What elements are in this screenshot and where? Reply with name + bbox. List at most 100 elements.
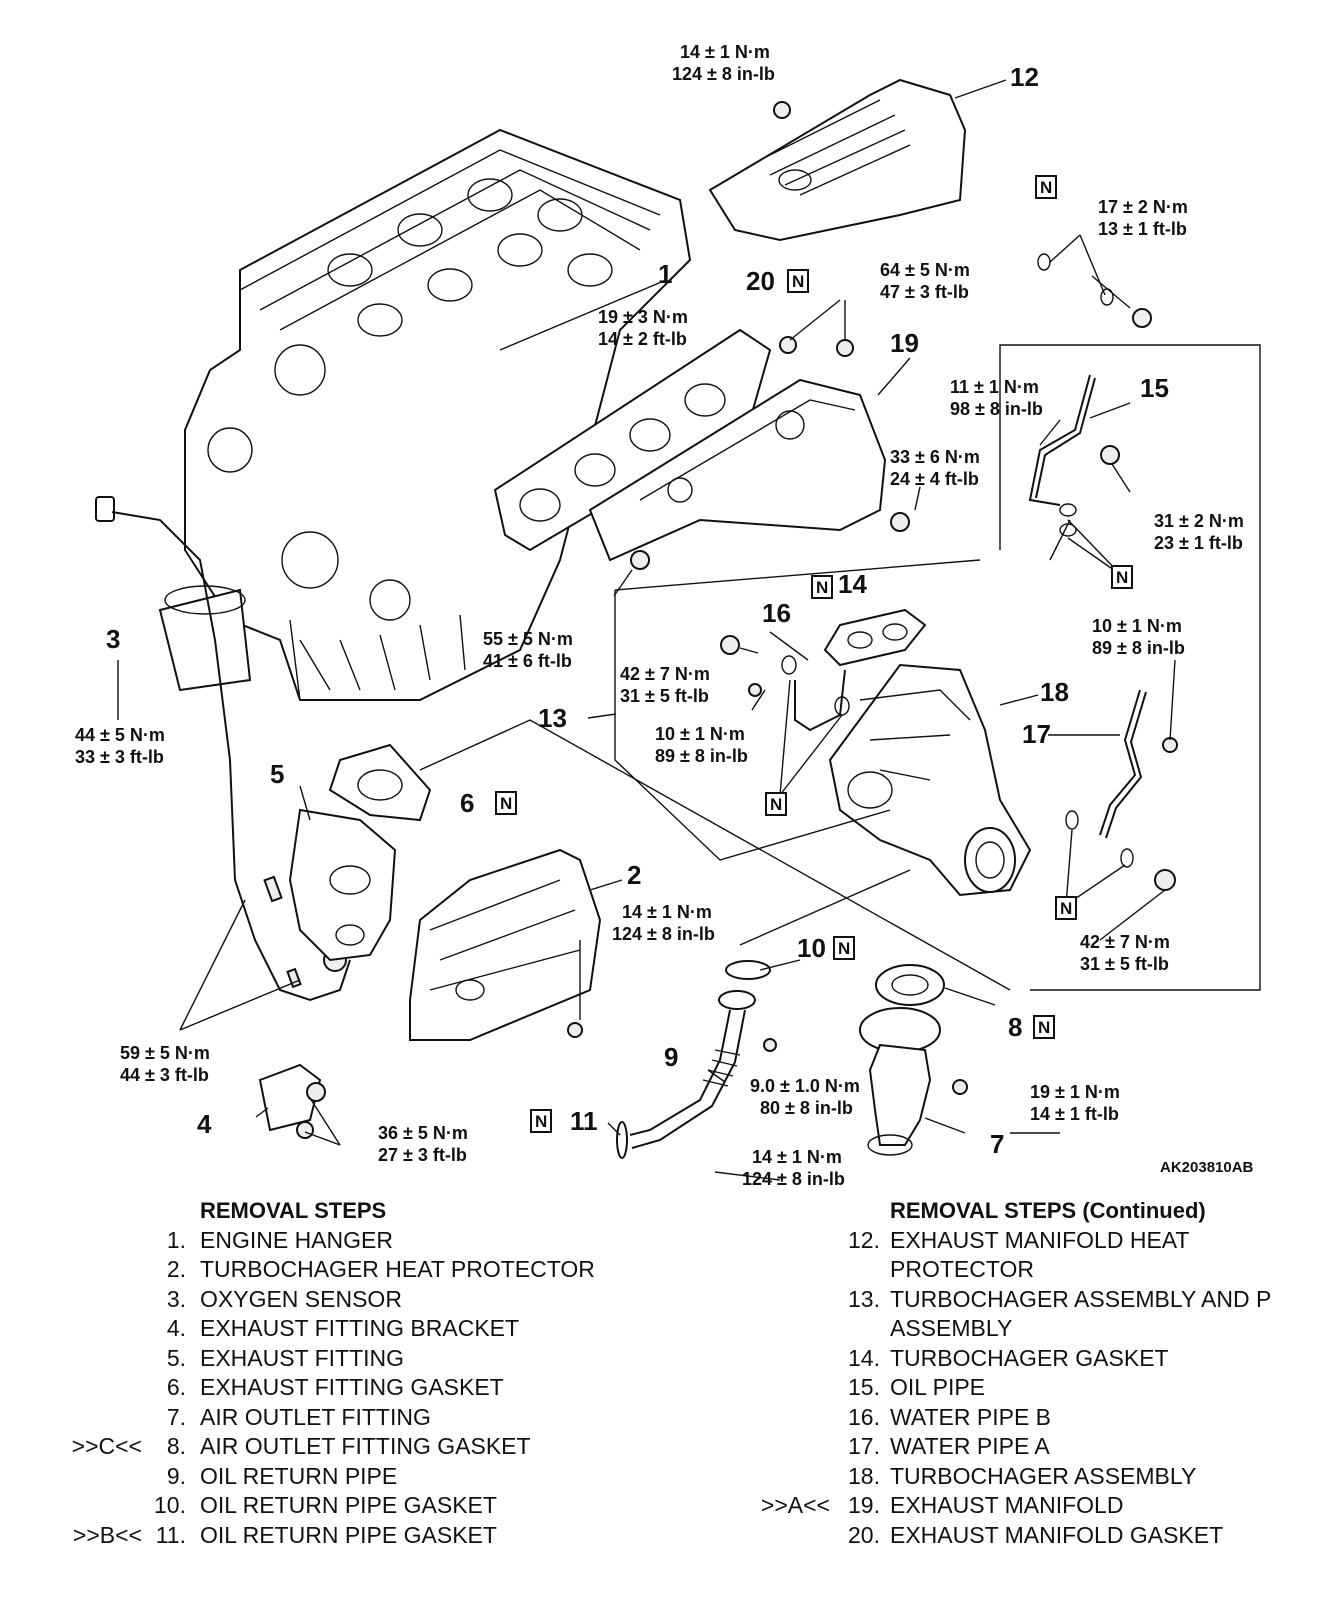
list-item: 12.EXHAUST MANIFOLD HEAT <box>848 1226 1190 1253</box>
callout-10: 10 <box>797 933 826 963</box>
group-frame-lines <box>419 344 1261 991</box>
torque-spec: 42 ± 7 N·m31 ± 5 ft-lb <box>620 664 710 706</box>
callout-2: 2 <box>627 860 641 890</box>
callout-16: 16 <box>762 598 791 628</box>
new-part-mark: N <box>530 1109 552 1133</box>
torque-spec: 19 ± 1 N·m14 ± 1 ft-lb <box>1030 1082 1120 1124</box>
new-part-mark: N <box>1111 565 1133 589</box>
svg-text:27 ± 3 ft-lb: 27 ± 3 ft-lb <box>378 1145 467 1165</box>
svg-text:N: N <box>816 578 828 597</box>
list-item: 18.TURBOCHAGER ASSEMBLY <box>848 1462 1197 1489</box>
svg-text:33 ± 3 ft-lb: 33 ± 3 ft-lb <box>75 747 164 767</box>
list-item: ASSEMBLY <box>890 1315 1013 1341</box>
list-item: PROTECTOR <box>890 1256 1034 1282</box>
svg-text:11 ± 1 N·m: 11 ± 1 N·m <box>950 377 1039 397</box>
torque-spec: 64 ± 5 N·m47 ± 3 ft-lb <box>880 260 970 302</box>
callout-12: 12 <box>1010 62 1039 92</box>
torque-spec: 33 ± 6 N·m24 ± 4 ft-lb <box>890 447 980 489</box>
list-item: 10.OIL RETURN PIPE GASKET <box>154 1492 497 1518</box>
turbocharger-illustration <box>828 663 1032 897</box>
callout-1: 1 <box>658 259 672 289</box>
svg-text:31 ± 2 N·m: 31 ± 2 N·m <box>1154 511 1244 531</box>
callout-19: 19 <box>890 328 919 358</box>
torque-spec: 9.0 ± 1.0 N·m80 ± 8 in-lb <box>750 1076 860 1118</box>
new-part-mark: N <box>1055 896 1077 920</box>
list-item: 7.AIR OUTLET FITTING <box>166 1403 431 1430</box>
svg-text:124 ± 8 in-lb: 124 ± 8 in-lb <box>612 924 715 944</box>
oil-return-pipe-illustration <box>567 960 777 1159</box>
torque-spec: 42 ± 7 N·m31 ± 5 ft-lb <box>1080 932 1170 974</box>
callout-17: 17 <box>1022 719 1051 749</box>
svg-text:124 ± 8 in-lb: 124 ± 8 in-lb <box>742 1169 845 1189</box>
callout-7: 7 <box>990 1129 1004 1159</box>
callout-8: 8 <box>1008 1012 1022 1042</box>
svg-text:59 ± 5 N·m: 59 ± 5 N·m <box>120 1043 210 1063</box>
callout-14: 14 <box>838 569 867 599</box>
torque-spec: 36 ± 5 N·m27 ± 3 ft-lb <box>378 1123 468 1165</box>
svg-text:19 ± 1 N·m: 19 ± 1 N·m <box>1030 1082 1120 1102</box>
torque-spec: 10 ± 1 N·m89 ± 8 in-lb <box>655 724 748 766</box>
svg-text:89 ± 8 in-lb: 89 ± 8 in-lb <box>1092 638 1185 658</box>
svg-text:23 ± 1 ft-lb: 23 ± 1 ft-lb <box>1154 533 1243 553</box>
callout-15: 15 <box>1140 373 1169 403</box>
svg-text:24 ± 4 ft-lb: 24 ± 4 ft-lb <box>890 469 979 489</box>
svg-text:N: N <box>770 795 782 814</box>
turbo-gasket-illustration <box>823 608 927 667</box>
exhaust-manifold-illustration <box>588 336 910 570</box>
callout-4: 4 <box>197 1109 212 1139</box>
svg-text:N: N <box>1116 568 1128 587</box>
list-item: 16.WATER PIPE B <box>848 1403 1052 1430</box>
svg-text:44 ± 5 N·m: 44 ± 5 N·m <box>75 725 165 745</box>
list-item: >>A<<19.EXHAUST MANIFOLD <box>760 1492 1124 1518</box>
svg-text:31 ± 5 ft-lb: 31 ± 5 ft-lb <box>620 686 709 706</box>
removal-steps-list: REMOVAL STEPS 1.ENGINE HANGER 2.TURBOCHA… <box>62 1196 622 1550</box>
svg-text:10 ± 1 N·m: 10 ± 1 N·m <box>1092 616 1182 636</box>
new-part-mark: N <box>495 791 517 815</box>
svg-text:N: N <box>1038 1018 1050 1037</box>
exhaust-fitting-gasket-illustration <box>328 743 432 822</box>
list-item: 5.EXHAUST FITTING <box>166 1344 405 1371</box>
svg-text:44 ± 3 ft-lb: 44 ± 3 ft-lb <box>120 1065 209 1085</box>
svg-text:13 ± 1 ft-lb: 13 ± 1 ft-lb <box>1098 219 1187 239</box>
svg-text:N: N <box>535 1112 547 1131</box>
callout-6: 6 <box>460 788 474 818</box>
svg-text:47 ± 3 ft-lb: 47 ± 3 ft-lb <box>880 282 969 302</box>
svg-text:36 ± 5 N·m: 36 ± 5 N·m <box>378 1123 468 1143</box>
torque-spec: 44 ± 5 N·m33 ± 3 ft-lb <box>75 725 165 767</box>
list-item: 17.WATER PIPE A <box>848 1433 1050 1459</box>
svg-text:N: N <box>1060 899 1072 918</box>
exhaust-fitting-bracket-illustration <box>258 1063 326 1139</box>
callout-3: 3 <box>106 624 120 654</box>
removal-steps-continued-heading: REMOVAL STEPS (Continued) <box>890 1198 1206 1223</box>
svg-text:42 ± 7 N·m: 42 ± 7 N·m <box>620 664 710 684</box>
new-part-mark: N <box>1035 175 1057 199</box>
torque-spec: 11 ± 1 N·m98 ± 8 in-lb <box>950 377 1043 419</box>
svg-text:42 ± 7 N·m: 42 ± 7 N·m <box>1080 932 1170 952</box>
svg-text:N: N <box>500 794 512 813</box>
torque-spec: 55 ± 5 N·m41 ± 6 ft-lb <box>483 629 573 671</box>
svg-text:124 ± 8 in-lb: 124 ± 8 in-lb <box>672 64 775 84</box>
figure-id: AK203810AB <box>1160 1159 1254 1176</box>
svg-text:55 ± 5 N·m: 55 ± 5 N·m <box>483 629 573 649</box>
svg-text:19 ± 3 N·m: 19 ± 3 N·m <box>598 307 688 327</box>
oil-pipe-illustration <box>1028 253 1152 537</box>
svg-text:17 ± 2 N·m: 17 ± 2 N·m <box>1098 197 1188 217</box>
svg-text:14 ± 1 N·m: 14 ± 1 N·m <box>752 1147 842 1167</box>
list-item: >>C<<8.AIR OUTLET FITTING GASKET <box>71 1433 531 1459</box>
torque-spec: 10 ± 1 N·m89 ± 8 in-lb <box>1092 616 1185 658</box>
list-item: >>B<<11.OIL RETURN PIPE GASKET <box>72 1521 497 1548</box>
callout-20: 20 <box>746 266 775 296</box>
new-part-mark: N <box>1033 1015 1055 1039</box>
exhaust-fitting-illustration <box>263 808 397 989</box>
list-item: 9.OIL RETURN PIPE <box>166 1462 398 1489</box>
air-outlet-fitting-illustration <box>859 964 968 1156</box>
svg-text:89 ± 8 in-lb: 89 ± 8 in-lb <box>655 746 748 766</box>
svg-text:N: N <box>838 939 850 958</box>
heat-protector-12-illustration <box>708 78 967 242</box>
svg-text:31 ± 5 ft-lb: 31 ± 5 ft-lb <box>1080 954 1169 974</box>
svg-text:14 ± 1 N·m: 14 ± 1 N·m <box>622 902 712 922</box>
leader-lines <box>117 79 1176 1181</box>
list-item: 6.EXHAUST FITTING GASKET <box>166 1374 504 1400</box>
